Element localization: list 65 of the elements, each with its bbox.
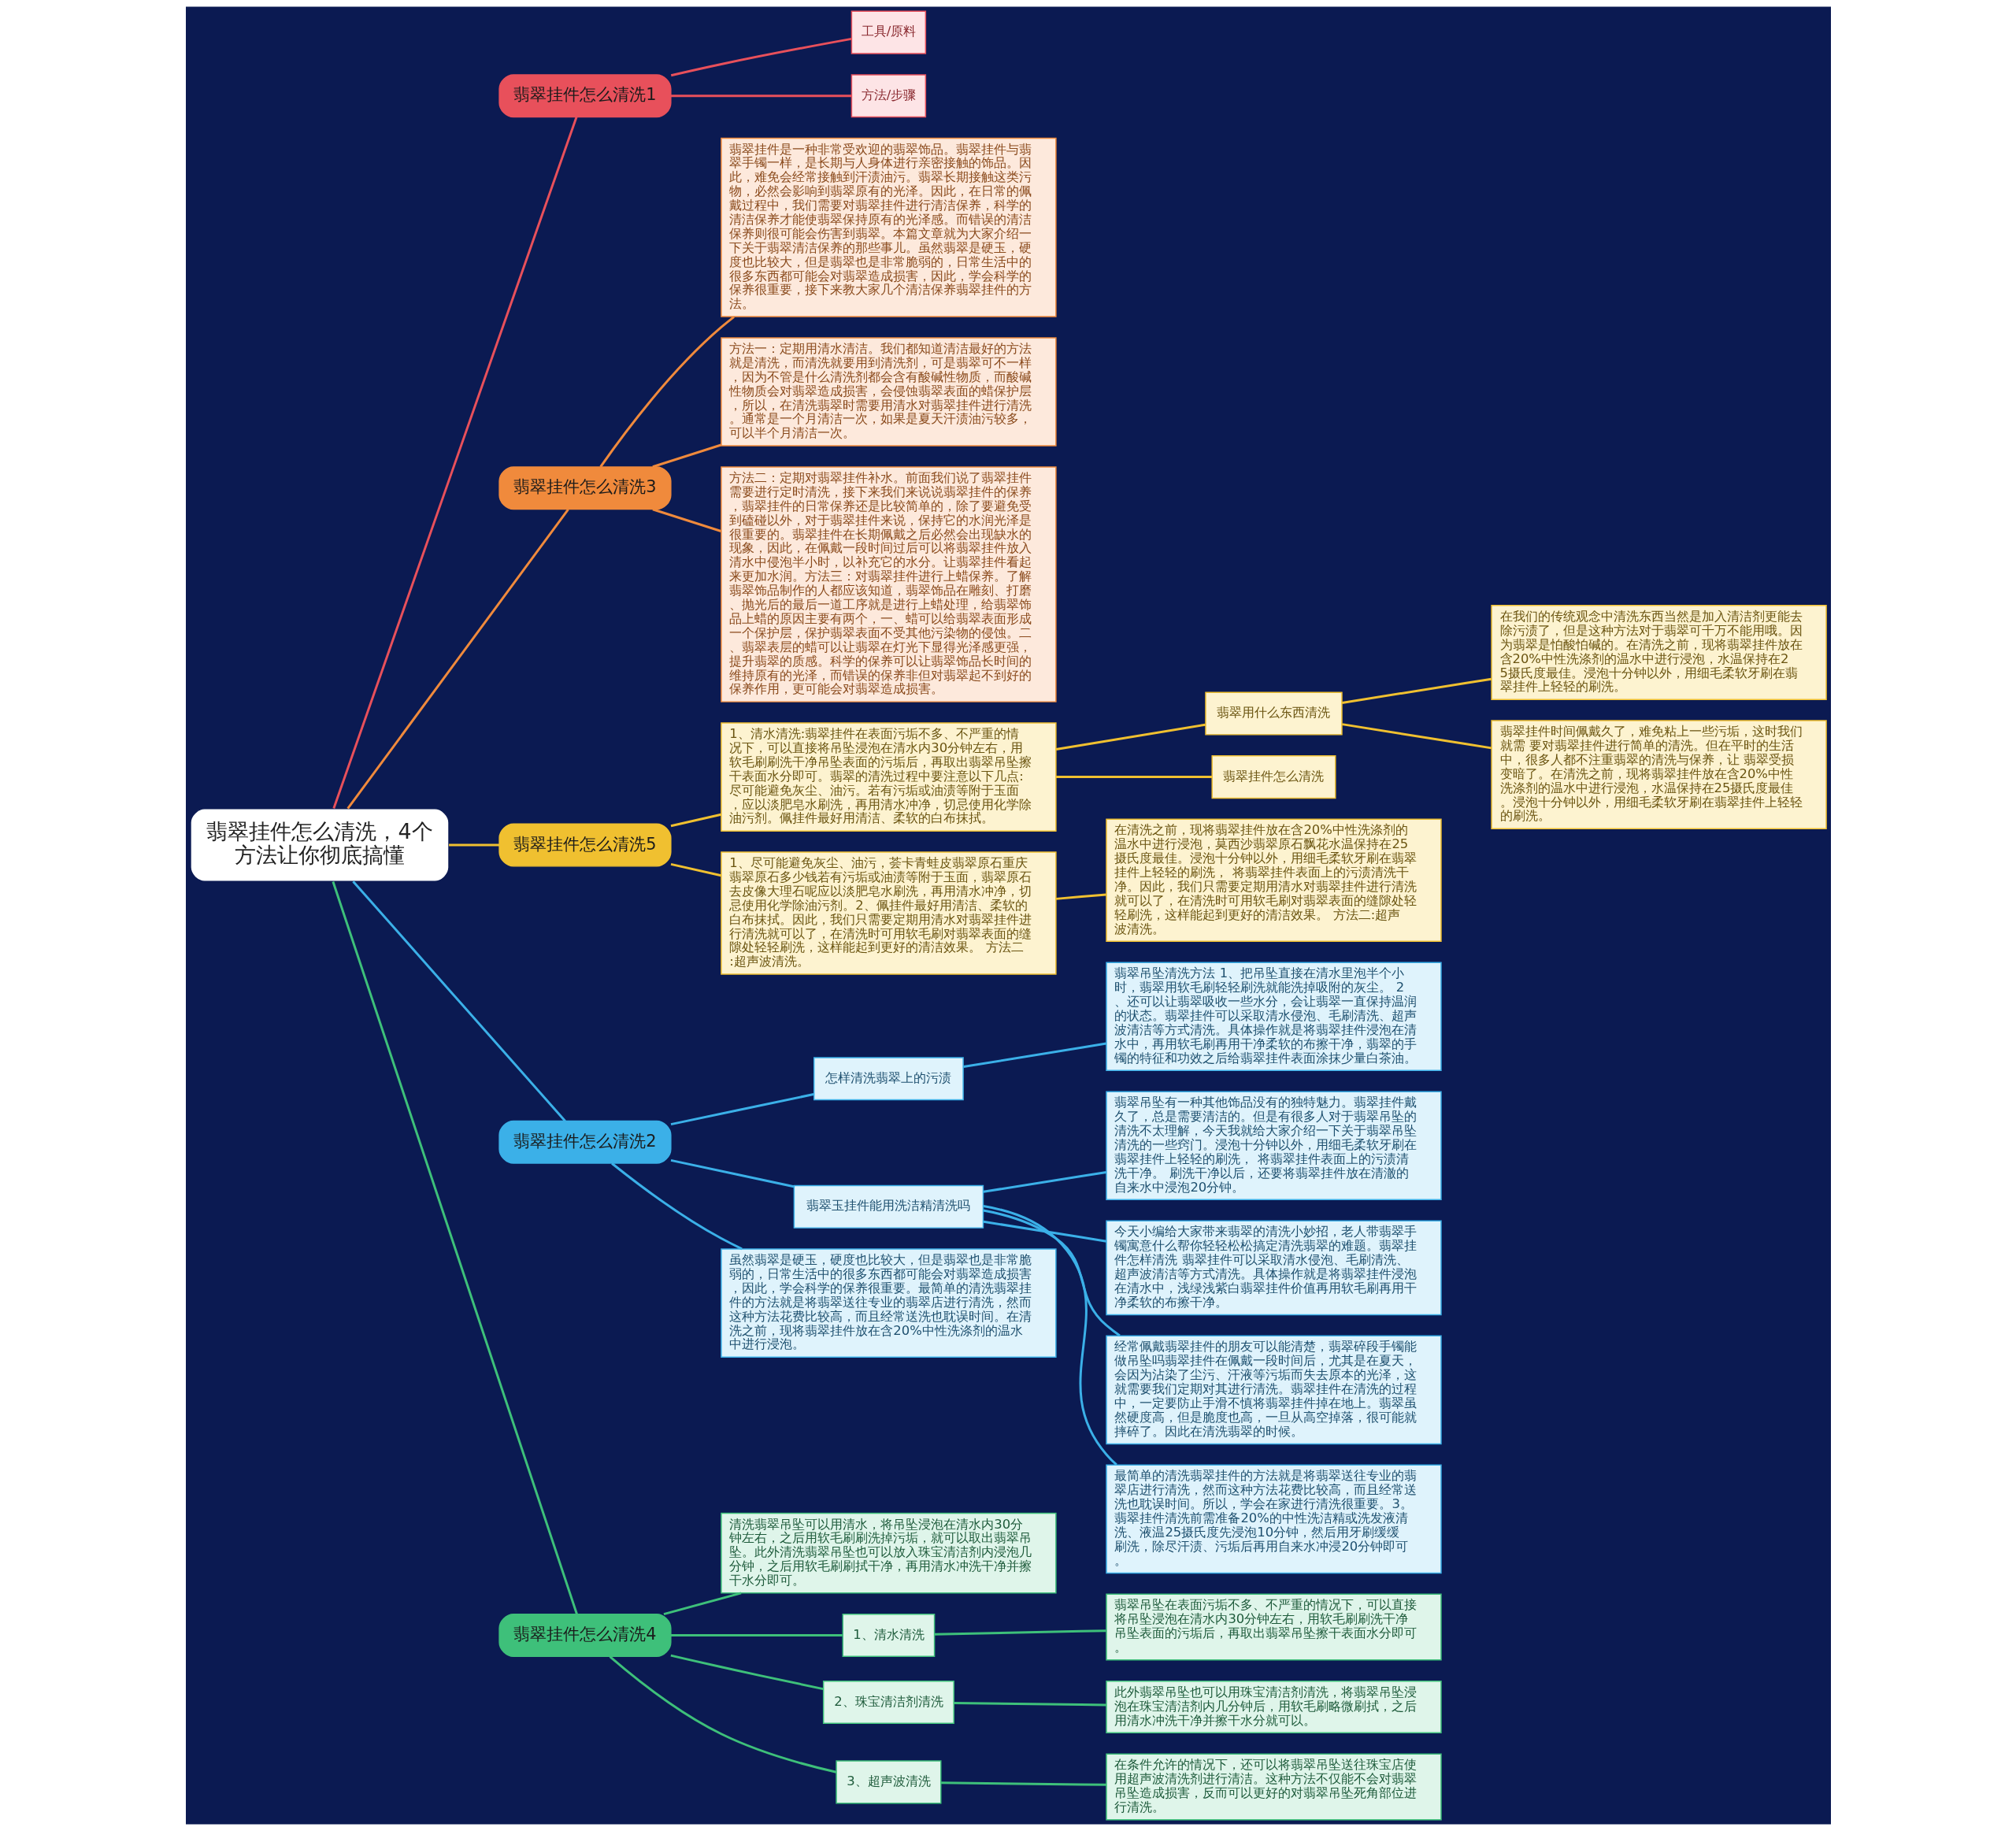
node-box: 在我们的传统观念中清洗东西当然是加入清洁剂更能去除污渍了，但是这种方法对于翡翠可千万不能用哦。因为翡翠是怕酸怕碱的。在清洗之前，现将翡翠挂件放在含20%中性洗涤剂的温水中进行浸泡，水温保持在25摄氏度最佳。浸泡十分钟以外，用细毛柔软牙刷在翡翠挂件上轻轻的刷洗。 xyxy=(1490,605,1827,700)
connector xyxy=(983,1205,1117,1466)
node-box: 1、清水清洗 xyxy=(842,1613,935,1658)
connector xyxy=(1341,677,1492,704)
node-box: 3、超声波清洗 xyxy=(835,1760,941,1804)
node-box: 翡翠吊坠清洗方法 1、把吊坠直接在清水里泡半个小时，翡翠用软毛刷轻轻刷洗就能洗掉吸附的灰尘。 2、还可以让翡翠吸收一些水分，会让翡翠一直保持温润的状态。翡翠挂件可以采取清水侵泡、毛刷清洗、超声波清洁等方式清洗。具体操作就是将翡翠挂件浸泡在清水中，再用软毛刷再用干净柔软的布擦干净，翡翠的手镯的特征和功效之后给翡翠挂件表面涂抹少量白茶油。 xyxy=(1105,962,1442,1072)
node-box: 方法/步骤 xyxy=(850,74,926,118)
connector xyxy=(670,1158,794,1188)
node-box: 虽然翡翠是硬玉，硬度也比较大，但是翡翠也是非常脆弱的，日常生活中的很多东西都可能会对翡翠造成损害，因此，学会科学的保养很重要。最简单的清洗翡翠挂件的方法就是将翡翠送往专业的翡翠店进行清洗，然而这种方法花费比较高，而且经常送洗也耽误时间。在清洗之前，现将翡翠挂件放在含20%中性洗涤剂的温水中进行浸泡。 xyxy=(720,1248,1057,1358)
connector xyxy=(351,880,566,1122)
connector xyxy=(598,316,735,468)
connector xyxy=(1341,723,1492,750)
node-box: 翡翠吊坠在表面污垢不多、不严重的情况下，可以直接将吊坠浸泡在清水内30分钟左右，用软毛刷刷洗干净吊坠表面的污垢后，再取出翡翠吊坠擦干表面水分即可。 xyxy=(1105,1593,1442,1661)
node-box: 翡翠挂件怎么清洗，4个方法让你彻底搞懂 xyxy=(189,808,450,882)
connector xyxy=(670,1654,823,1691)
node-box: 翡翠用什么东西清洗 xyxy=(1204,691,1343,736)
connector xyxy=(651,508,721,532)
node-box: 翡翠挂件是一种非常受欢迎的翡翠饰品。翡翠挂件与翡翠手镯一样，是长期与人身体进行亲密接触的饰品。因此，难免会经常接触到汗渍油污。翡翠长期接触这类污物，必然会影响到翡翠原有的光泽。因此，在日常的佩戴过程中，我们需要对翡翠挂件进行清洁保养，科学的清洁保养才能使翡翠保持原有的光泽感。而错误的清洁保养则很可能会伤害到翡翠。本篇文章就为大家介绍一下关于翡翠清洁保养的那些事儿。虽然翡翠是硬玉，硬度也比较大，但是翡翠也是非常脆弱的，日常生活中的很多东西都可能会对翡翠造成损害，因此，学会科学的保养很重要，接下来教大家几个清洁保养翡翠挂件的方法。 xyxy=(720,137,1057,317)
node-box: 方法二：定期对翡翠挂件补水。前面我们说了翡翠挂件需要进行定时清洗，接下来我们来说说翡翠挂件的保养，翡翠挂件的日常保养还是比较简单的，除了要避免受到磕碰以外，对于翡翠挂件来说，保持它的水润光泽是很重要的。翡翠挂件在长期佩戴之后必然会出现缺水的现象，因此，在佩戴一段时间过后可以将翡翠挂件放入清水中侵泡半小时，以补充它的水分。让翡翠挂件看起来更加水润。方法三：对翡翠挂件进行上蜡保养。了解翡翠饰品制作的人都应该知道，翡翠饰品在雕刻、打磨、抛光后的最后一道工序就是进行上蜡处理，给翡翠饰品上蜡的原因主要有两个，一、蜡可以给翡翠表面形成一个保护层，保护翡翠表面不受其他污染物的侵蚀。二、翡翠表层的蜡可以让翡翠在灯光下显得光泽感更强，提升翡翠的质感。科学的保养可以让翡翠饰品长时间的维持原有的光泽，而错误的保养非但对翡翠起不到好的保养作用，更可能会对翡翠造成损害。 xyxy=(720,466,1057,702)
node-box: 2、珠宝清洁剂清洗 xyxy=(822,1680,954,1725)
connector xyxy=(962,1042,1106,1068)
connector xyxy=(346,508,569,810)
node-box: 1、清水清洗:翡翠挂件在表面污垢不多、不严重的情况下，可以直接将吊坠浸泡在清水内30分钟左右，用软毛刷刷洗干净吊坠表面的污垢后，再取出翡翠吊坠擦干表面水分即可。翡翠的清洗过程中要注意以下几点: 尽可能避免灰尘、油污。若有污垢或油渍等附于玉面，应以淡肥皂水刷洗，再用清水冲净，切忌使用化学除油污剂。佩挂件最好用清洁、柔软的白布抹拭。 xyxy=(720,722,1057,832)
connector xyxy=(1055,776,1212,779)
node-box: 经常佩戴翡翠挂件的朋友可以能清楚，翡翠碎段手镯能做吊坠吗翡翠挂件在佩戴一段时间后，尤其是在夏天，会因为沾染了尘污、汗液等污垢而失去原本的光泽，这就需要我们定期对其进行清洗。翡翠挂件在清洗的过程中，一定要防止手滑不慎将翡翠挂件掉在地上。翡翠虽然硬度高，但是脆度也高，一旦从高空掉落，很可能就摔碎了。因此在清洗翡翠的时候。 xyxy=(1105,1335,1442,1445)
connector xyxy=(670,1093,813,1126)
connector xyxy=(953,1702,1106,1707)
node-box: 翡翠挂件怎么清洗1 xyxy=(498,74,672,118)
connector xyxy=(610,1162,743,1251)
node-box: 翡翠挂件怎么清洗4 xyxy=(498,1613,672,1658)
connector xyxy=(332,117,577,809)
node-box: 工具/原料 xyxy=(850,10,926,54)
connector xyxy=(670,862,721,877)
connector xyxy=(670,1634,843,1636)
connector xyxy=(940,1781,1106,1786)
node-box: 今天小编给大家带来翡翠的清洗小妙招，老人带翡翠手镯寓意什么帮你轻轻松松搞定清洗翡翠的难题。翡翠挂件怎样清洗 翡翠挂件可以采取清水侵泡、毛刷清洗、超声波清洁等方式清洗。具体操作就是将翡翠挂件浸泡在清水中，浅绿浅紫白翡翠挂件价值再用软毛刷再用干净柔软的布擦干净。 xyxy=(1105,1220,1442,1316)
connector xyxy=(982,1209,1121,1337)
node-box: 最简单的清洗翡翠挂件的方法就是将翡翠送往专业的翡翠店进行清洗，然而这种方法花费比较高，而且经常送洗也耽误时间。所以，学会在家进行清洗很重要。3。翡翠挂件清洗前需准备20%的中性洗洁精或洗发液清洗、液温25摄氏度先浸泡10分钟，然后用牙刷缓缓刷洗，除尽汗渍、污垢后再用自来水冲浸20分钟即可。 xyxy=(1105,1464,1442,1574)
connector xyxy=(1055,723,1206,751)
connector xyxy=(670,813,721,828)
node-box: 方法一：定期用清水清洁。我们都知道清洁最好的方法就是清洗，而清洗就要用到清洗剂，可是翡翠可不一样，因为不管是什么清洗剂都会含有酸碱性物质，而酸碱性物质会对翡翠造成损害，会侵蚀翡翠表面的蜡保护层，所以，在清洗翡翠时需要用清水对翡翠挂件进行清洗。通常是一个月清洁一次，如果是夏天汗渍油污较多，可以半个月清洁一次。 xyxy=(720,337,1057,447)
connector xyxy=(983,1170,1106,1193)
node-box: 翡翠挂件怎么清洗5 xyxy=(498,823,672,867)
connector xyxy=(651,443,721,469)
node-box: 此外翡翠吊坠也可以用珠宝清洁剂清洗，将翡翠吊坠浸泡在珠宝清洁剂内几分钟后，用软毛刷略微刷拭，之后用清水冲洗干净并擦干水分就可以。 xyxy=(1105,1680,1442,1734)
node-box: 怎样清洗翡翠上的污渍 xyxy=(813,1057,964,1101)
connector xyxy=(670,95,851,98)
node-box: 翡翠挂件怎么清洗 xyxy=(1210,754,1336,799)
node-box: 翡翠挂件怎么清洗3 xyxy=(498,466,672,510)
node-box: 1、尽可能避免灰尘、油污，荟卡青蛙皮翡翠原石重庆翡翠原石多少钱若有污垢或油渍等附于玉面，翡翠原石去皮像大理石呢应以淡肥皂水刷洗，再用清水冲净，切忌使用化学除油污剂。2、佩挂件最好用清洁、柔软的白布抹拭。因此，我们只需要定期用清水对翡翠挂件进行清洗就可以了，在清洗时可用软毛刷对翡翠表面的缝隙处轻轻刷洗，这样能起到更好的清洁效果。 方法二:超声波清洗。 xyxy=(720,851,1057,975)
connector xyxy=(983,1220,1106,1243)
node-box: 翡翠玉挂件能用洗洁精清洗吗 xyxy=(793,1184,984,1229)
node-box: 翡翠吊坠有一种其他饰品没有的独特魅力。翡翠挂件戴久了，总是需要清洁的。但是有很多人对于翡翠吊坠的清洗不太理解，今天我就给大家介绍一下关于翡翠吊坠清洗的一些窍门。浸泡十分钟以外，用细毛柔软牙刷在翡翠挂件上轻轻的刷洗， 将翡翠挂件表面上的污渍清洗干净。 刷洗干净以后，还要将翡翠挂件放在清澈的自来水中浸泡20分钟。 xyxy=(1105,1091,1442,1201)
node-box: 翡翠挂件怎么清洗2 xyxy=(498,1120,672,1164)
node-box: 在清洗之前，现将翡翠挂件放在含20%中性洗涤剂的温水中进行浸泡，莫西沙翡翠原石飘花水温保持在25摄氏度最佳。浸泡十分钟以外，用细毛柔软牙刷在翡翠挂件上轻轻的刷洗， 将翡翠挂件表面上的污渍清洗干净。因此，我们只需要定期用清水对翡翠挂件进行清洗就可以了，在清洗时可用软毛刷对翡翠表面的缝隙处轻轻刷洗，这样能起到更好的清洁效果。 方法二:超声波清洗。 xyxy=(1105,818,1442,943)
node-box: 清洗翡翠吊坠可以用清水，将吊坠浸泡在清水内30分钟左右，之后用软毛刷刷洗掉污垢，就可以取出翡翠吊坠。此外清洗翡翠吊坠也可以放入珠宝清洁剂内浸泡几分钟，之后用软毛刷刷拭干净，再用清水冲洗干净并擦干水分即可。 xyxy=(720,1512,1057,1594)
connector xyxy=(609,1655,836,1774)
connector xyxy=(332,880,578,1615)
connector xyxy=(934,1629,1106,1636)
node-box: 在条件允许的情况下，还可以将翡翠吊坠送往珠宝店使用超声波清洗剂进行清洁。这种方法不仅能不会对翡翠吊坠造成损害，反而可以更好的对翡翠吊坠死角部位进行清洗。 xyxy=(1105,1753,1442,1821)
connector xyxy=(1055,893,1106,900)
connector xyxy=(670,37,851,77)
connector xyxy=(448,843,499,847)
node-box: 翡翠挂件时间佩戴久了，难免粘上一些污垢，这时我们就需 要对翡翠挂件进行简单的清洗。但在平时的生活中，很多人都不注重翡翠的清洗与保养，让 翡翠受损变暗了。在清洗之前，现将翡翠挂件放在含20%中性洗涤剂的温水中进行浸泡，水温保持在25摄氏度最佳。浸泡十分钟以外，用细毛柔软牙刷在翡翠挂件上轻轻的刷洗。 xyxy=(1490,720,1827,829)
connector xyxy=(663,1592,741,1616)
